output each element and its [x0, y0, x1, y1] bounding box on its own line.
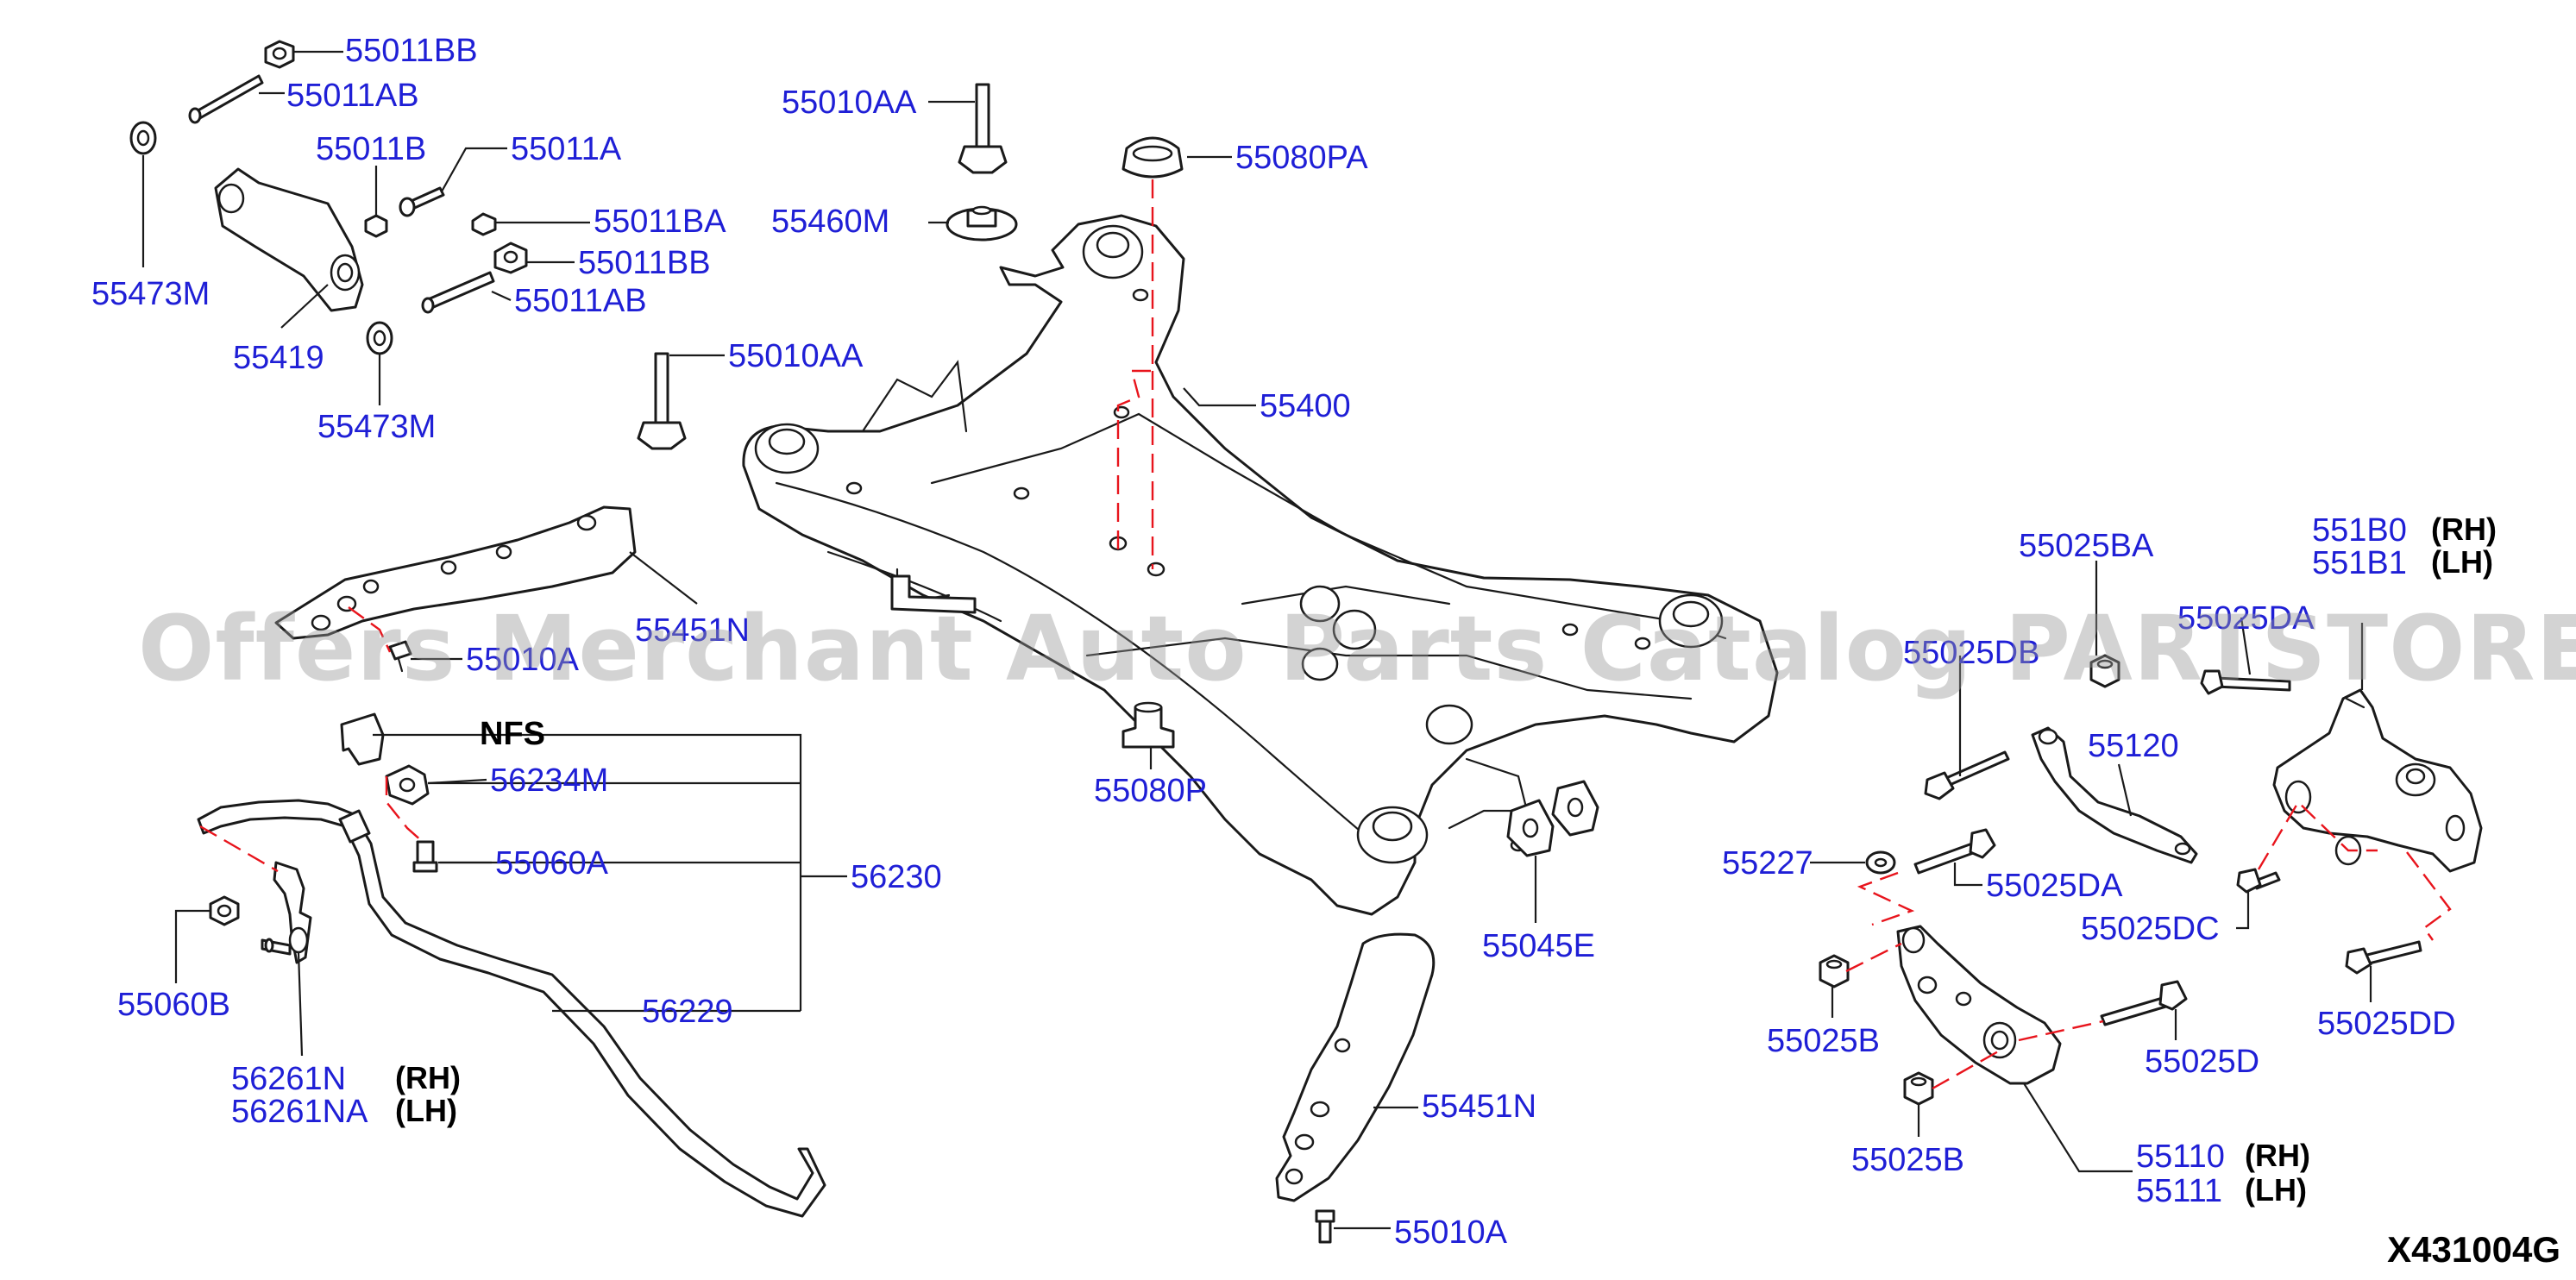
bolt-55010aa-mid [637, 352, 687, 450]
callout-55473m-bot: 55473M [317, 409, 437, 445]
callout-56261na: 56261NA [231, 1094, 368, 1130]
callout-551b1: 551B1 [2312, 545, 2407, 581]
callout-55111: 55111 [2136, 1173, 2223, 1209]
knuckle-551b0 [2272, 688, 2483, 873]
side-label-56261na-lh: (LH) [395, 1093, 457, 1128]
callout-55025ba: 55025BA [2019, 528, 2154, 564]
callout-56230: 56230 [851, 859, 942, 895]
washer-55227 [1865, 850, 1896, 875]
callout-55025dc: 55025DC [2081, 911, 2220, 947]
nfs-label: NFS [480, 716, 545, 752]
bolt-55010a-top [388, 640, 412, 673]
bolt-55025db [1924, 750, 2010, 800]
callout-55011ba: 55011BA [594, 204, 726, 240]
callout-55060b: 55060B [117, 987, 231, 1023]
stopper-55045e [1506, 780, 1599, 857]
washer-55473m-bot [366, 321, 393, 355]
callout-55010a-top: 55010A [466, 642, 580, 678]
callout-55400: 55400 [1260, 388, 1351, 424]
nut-55060b [209, 895, 240, 926]
callout-55025db: 55025DB [1903, 635, 2040, 671]
nut-55025b-top [1819, 954, 1850, 988]
nut-55011ba [471, 212, 497, 236]
bolt-55025da-bottom [1913, 828, 1996, 875]
callout-55025dd: 55025DD [2317, 1006, 2456, 1042]
bolt-55010aa-top [958, 83, 1008, 174]
nut-55011b [364, 214, 388, 238]
callout-56234m: 56234M [490, 762, 609, 799]
callout-551b0: 551B0 [2312, 512, 2407, 549]
stabilizer-link-56261n [261, 861, 312, 964]
callout-55080pa: 55080PA [1235, 140, 1368, 176]
bolt-55011ab-mid [421, 271, 495, 314]
callout-55025da-top: 55025DA [2177, 600, 2315, 637]
washer-55473m-top [129, 121, 157, 155]
callout-55080p: 55080P [1094, 773, 1208, 809]
leader-lines [141, 50, 2372, 1230]
link-55120 [2031, 726, 2198, 864]
callout-55060a: 55060A [495, 845, 609, 882]
lower-arm-55110 [1896, 925, 2062, 1085]
bolt-55011a [399, 186, 445, 217]
callout-55045e: 55045E [1482, 928, 1596, 964]
bump-stop-55080pa [1122, 136, 1184, 179]
callout-56261n: 56261N [231, 1061, 347, 1097]
nut-55025ba [2089, 654, 2120, 688]
callout-56229: 56229 [642, 994, 733, 1030]
callout-55011bb-top: 55011BB [345, 33, 478, 69]
callout-55451n-bot: 55451N [1422, 1089, 1537, 1125]
bolt-55060a [412, 840, 438, 873]
side-label-551b1-lh: (LH) [2431, 544, 2493, 580]
callout-55419: 55419 [233, 340, 324, 376]
bump-stop-55080p [1122, 701, 1175, 749]
callout-55227: 55227 [1722, 845, 1813, 882]
callout-55011bb-mid: 55011BB [578, 245, 711, 281]
bolt-55025da-top [2200, 669, 2291, 695]
callout-55025b-top: 55025B [1767, 1023, 1881, 1059]
callout-55011b: 55011B [316, 131, 427, 167]
callout-55451n-top: 55451N [635, 612, 751, 649]
bushing-nfs [340, 712, 385, 766]
callout-55460m: 55460M [771, 204, 890, 240]
bolt-55011ab-top [188, 74, 264, 124]
side-label-55111-lh: (LH) [2245, 1172, 2307, 1208]
plate-55451n-bottom [1275, 932, 1436, 1202]
callout-55011ab-mid: 55011AB [514, 283, 647, 319]
callout-55120: 55120 [2088, 728, 2179, 764]
callout-55473m-top: 55473M [91, 276, 210, 312]
installation-guides [199, 179, 2452, 1090]
callout-55025da-bot: 55025DA [1986, 868, 2123, 904]
side-label-551b0-rh: (RH) [2431, 511, 2497, 547]
callout-55011a: 55011A [511, 131, 622, 167]
side-label-55110-rh: (RH) [2245, 1138, 2310, 1173]
callout-55025b-bot: 55025B [1851, 1142, 1965, 1178]
mount-55460m [946, 205, 1018, 242]
bolt-55025dc [2236, 868, 2281, 894]
subframe-55400 [742, 214, 1779, 916]
stabilizer-bar-56229 [197, 799, 826, 1218]
callout-55010aa-mid: 55010AA [728, 338, 864, 374]
bolt-55025dd [2345, 940, 2422, 975]
nut-55025b-bottom [1903, 1071, 1934, 1106]
callout-55010aa-top: 55010AA [782, 85, 917, 121]
side-label-56261n-rh: (RH) [395, 1060, 461, 1095]
nut-55011bb-mid [493, 242, 528, 274]
callout-55010a-bot: 55010A [1394, 1214, 1508, 1251]
clamp-56234m [385, 764, 430, 806]
nut-55011bb-top [264, 40, 295, 69]
upper-link-bracket-55419 [214, 167, 364, 312]
callout-55110: 55110 [2136, 1139, 2225, 1175]
callout-55011ab-top: 55011AB [286, 78, 419, 114]
plate-55451n-top [274, 505, 637, 640]
diagram-reference-code: X431004G [2387, 1229, 2560, 1270]
bolt-55010a-bottom [1315, 1209, 1335, 1244]
callout-55025d: 55025D [2145, 1044, 2260, 1080]
bolt-55025d [2100, 980, 2188, 1026]
